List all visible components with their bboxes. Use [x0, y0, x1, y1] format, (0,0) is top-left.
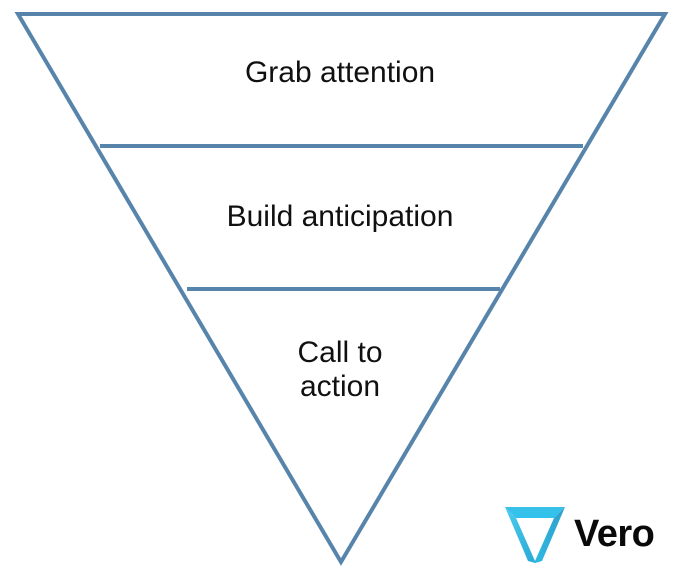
vero-logo-icon: [505, 507, 565, 563]
funnel-stage-label-2: Build anticipation: [226, 200, 454, 233]
funnel-stage-label-3: Call to action: [297, 336, 383, 403]
funnel-stage-label-1: Grab attention: [244, 56, 436, 89]
vero-brand-lockup: Vero: [503, 498, 675, 570]
vero-brand-name: Vero: [574, 513, 655, 555]
